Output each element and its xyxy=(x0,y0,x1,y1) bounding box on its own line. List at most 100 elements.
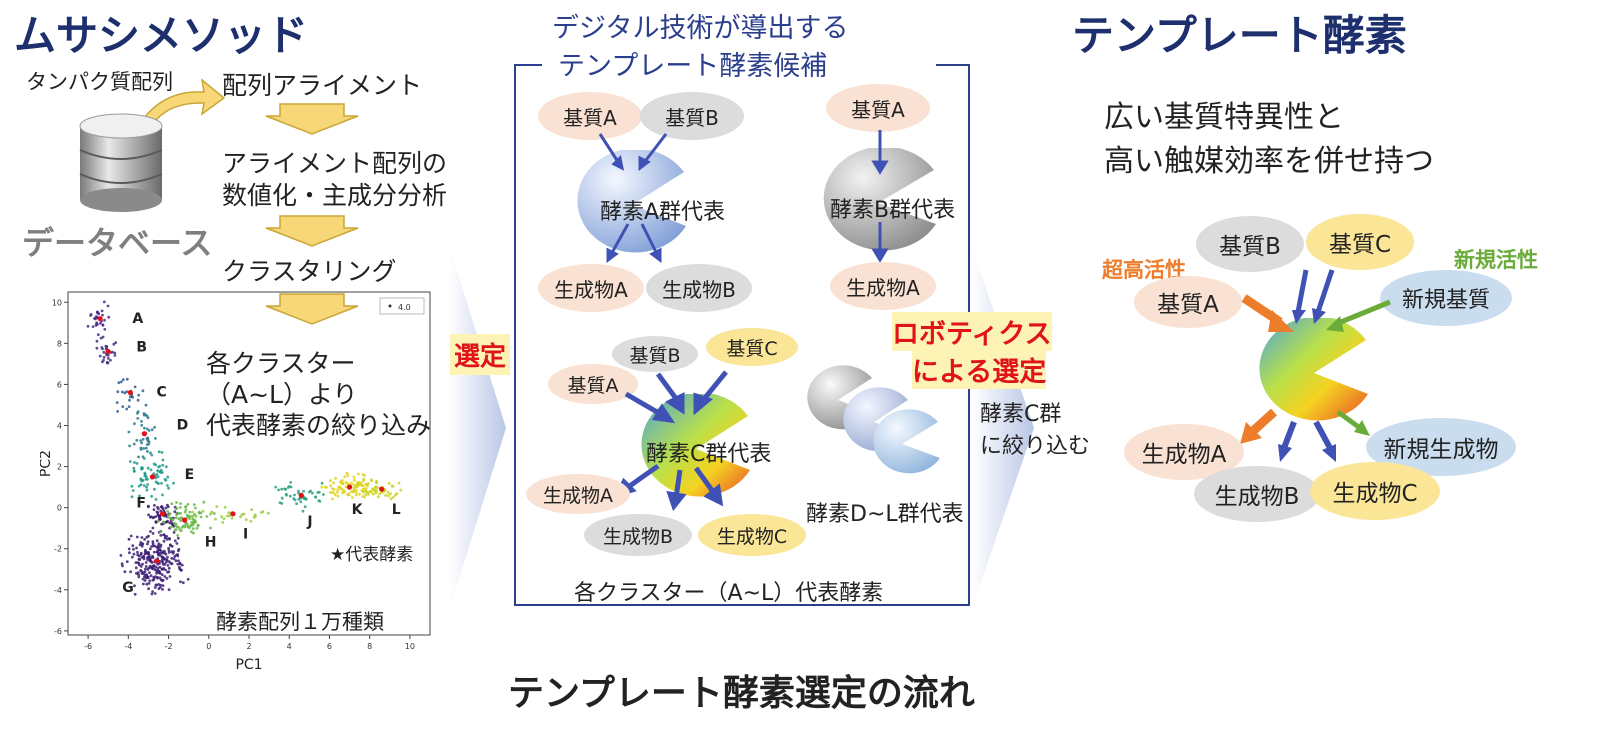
point-A xyxy=(96,333,100,337)
point-I xyxy=(249,519,253,523)
point-G xyxy=(146,542,149,546)
point-H xyxy=(178,517,182,520)
point-H xyxy=(190,524,194,527)
protein-sequence-label: タンパク質配列 xyxy=(26,70,173,94)
point-G xyxy=(127,547,131,551)
point-J xyxy=(277,488,280,492)
point-F xyxy=(156,507,160,511)
point-F xyxy=(155,510,159,514)
point-G xyxy=(181,581,185,585)
groupC-substrate-a: 基質A xyxy=(548,364,638,404)
point-G xyxy=(157,544,160,547)
point-G xyxy=(156,576,159,580)
point-E xyxy=(146,466,150,470)
point-H xyxy=(191,527,195,531)
point-E xyxy=(146,483,150,486)
point-E xyxy=(138,494,141,498)
point-B xyxy=(101,335,105,339)
point-I xyxy=(223,505,227,509)
point-F xyxy=(151,516,155,520)
point-K xyxy=(346,474,350,478)
groupC-enzyme-label: 酵素C群代表 xyxy=(646,442,772,467)
representative-point-G xyxy=(153,558,160,564)
point-D xyxy=(146,450,149,453)
groupB-product-a: 生成物A xyxy=(830,262,936,310)
point-E xyxy=(150,453,154,457)
point-G xyxy=(168,537,171,540)
point-D xyxy=(146,416,150,420)
point-B xyxy=(105,353,109,357)
point-J xyxy=(288,494,292,498)
point-G xyxy=(158,572,162,575)
point-K xyxy=(329,479,332,483)
point-K xyxy=(336,488,340,491)
representative-point-B xyxy=(105,348,111,355)
point-G xyxy=(147,587,150,591)
y-tick-label: 2 xyxy=(57,463,62,472)
point-C xyxy=(141,389,145,393)
point-L xyxy=(364,493,368,496)
point-J xyxy=(297,489,300,493)
point-K xyxy=(356,472,360,476)
point-L xyxy=(374,491,377,495)
point-G xyxy=(167,546,170,550)
point-H xyxy=(191,520,195,524)
point-G xyxy=(135,535,139,539)
point-D xyxy=(142,447,146,450)
point-I xyxy=(239,515,243,519)
point-G xyxy=(144,565,148,568)
point-G xyxy=(145,551,149,555)
point-E xyxy=(145,488,149,492)
point-G xyxy=(163,557,166,560)
point-G xyxy=(168,575,172,578)
point-E xyxy=(157,450,161,454)
point-L xyxy=(391,496,395,499)
point-G xyxy=(161,588,164,591)
step-numeric-line2: 数値化・主成分分析 xyxy=(222,181,448,210)
template-desc-line1: 広い基質特異性と xyxy=(1104,100,1344,135)
point-G xyxy=(142,555,145,558)
point-G xyxy=(158,565,162,569)
point-L xyxy=(384,494,387,497)
point-G xyxy=(172,557,176,561)
point-G xyxy=(161,560,165,564)
point-A xyxy=(100,309,104,313)
point-I xyxy=(244,518,248,521)
point-I xyxy=(250,508,254,511)
point-D xyxy=(127,430,131,434)
point-G xyxy=(177,548,181,551)
point-L xyxy=(394,493,397,497)
point-B xyxy=(101,360,104,364)
point-E xyxy=(166,484,169,487)
x-tick-label: -6 xyxy=(84,642,92,651)
point-G xyxy=(158,576,162,580)
point-F xyxy=(152,508,156,511)
point-E xyxy=(161,458,165,462)
representative-point-I xyxy=(230,511,236,517)
point-G xyxy=(178,561,182,565)
groupA-arrows xyxy=(598,133,668,263)
point-E xyxy=(131,489,135,492)
point-G xyxy=(161,567,165,571)
point-A xyxy=(107,315,111,319)
point-G xyxy=(140,572,144,575)
point-K xyxy=(320,485,324,489)
point-L xyxy=(389,497,393,501)
point-E xyxy=(161,493,164,497)
point-H xyxy=(157,519,160,523)
point-K xyxy=(345,471,349,475)
point-H xyxy=(196,523,200,527)
point-E xyxy=(172,481,175,485)
point-B xyxy=(114,341,118,345)
point-G xyxy=(129,570,132,574)
point-K xyxy=(354,489,358,492)
point-L xyxy=(397,481,401,485)
representative-point-J xyxy=(298,492,304,498)
point-L xyxy=(377,495,380,499)
point-A xyxy=(101,313,104,317)
robotics-line1: ロボティクス xyxy=(892,312,1052,351)
point-E xyxy=(154,476,158,480)
point-E xyxy=(150,494,153,498)
point-H xyxy=(205,515,209,518)
point-K xyxy=(363,474,366,477)
